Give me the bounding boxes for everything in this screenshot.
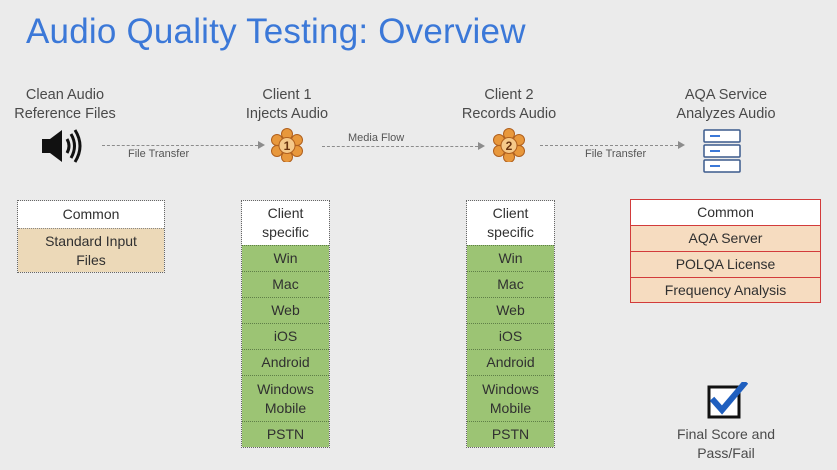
client-2-row-ios: iOS bbox=[467, 323, 554, 349]
client-1-label-line-1: Client 1 bbox=[262, 87, 312, 103]
file-transfer-arrow-2 bbox=[540, 140, 685, 149]
reference-label-line-2: Reference Files bbox=[14, 106, 116, 122]
client-2-row-web: Web bbox=[467, 297, 554, 323]
reference-label-line-1: Clean Audio bbox=[25, 87, 105, 103]
client-1-row-web: Web bbox=[242, 297, 329, 323]
client-1-label-line-2: Injects Audio bbox=[245, 106, 329, 122]
aqa-table-header: Common bbox=[631, 200, 820, 225]
client-1-row-pstn: PSTN bbox=[242, 421, 329, 447]
client-1-header-line-2: specific bbox=[262, 224, 309, 240]
page-title: Audio Quality Testing: Overview bbox=[26, 12, 526, 51]
media-flow-arrow bbox=[322, 141, 485, 150]
client-2-header-line-2: specific bbox=[487, 224, 534, 240]
file-transfer-label-2: File Transfer bbox=[585, 148, 647, 160]
final-score-label: Final Score and Pass/Fail bbox=[660, 425, 792, 463]
reference-table-header: Common bbox=[18, 201, 164, 228]
aqa-label-line-2: Analyzes Audio bbox=[676, 106, 776, 122]
speaker-icon bbox=[42, 129, 82, 163]
final-score-line-2: Pass/Fail bbox=[697, 445, 755, 461]
client-2-label: Client 2 Records Audio bbox=[454, 86, 564, 124]
client-1-label: Client 1 Injects Audio bbox=[232, 86, 342, 124]
final-score-line-1: Final Score and bbox=[676, 426, 776, 442]
client-2-header-line-1: Client bbox=[492, 205, 529, 221]
media-flow-label: Media Flow bbox=[348, 132, 405, 144]
client-1-table-header: Client specific bbox=[242, 201, 329, 245]
client-1-row-windows-mobile: Windows Mobile bbox=[242, 375, 329, 421]
client-1-table: Client specific Win Mac Web iOS Android … bbox=[241, 200, 330, 448]
client-2-row-pstn: PSTN bbox=[467, 421, 554, 447]
client-2-label-line-2: Records Audio bbox=[461, 106, 557, 122]
reference-table-row: Standard Input Files bbox=[18, 228, 164, 272]
aqa-service-label: AQA Service Analyzes Audio bbox=[666, 86, 786, 124]
aqa-label-line-1: AQA Service bbox=[684, 87, 768, 103]
client-1-row-ios: iOS bbox=[242, 323, 329, 349]
client-2-row-mac: Mac bbox=[467, 271, 554, 297]
aqa-table: Common AQA Server POLQA License Frequenc… bbox=[630, 199, 821, 303]
client-2-badge: 2 bbox=[506, 139, 513, 153]
file-transfer-label-1: File Transfer bbox=[128, 148, 190, 160]
client-1-row-android: Android bbox=[242, 349, 329, 375]
client-2-row-win: Win bbox=[467, 245, 554, 271]
aqa-row-polqa-license: POLQA License bbox=[631, 251, 820, 277]
client-2-icon: 2 bbox=[493, 128, 525, 162]
client-1-badge: 1 bbox=[284, 139, 291, 153]
aqa-row-server: AQA Server bbox=[631, 225, 820, 251]
client-2-table-header: Client specific bbox=[467, 201, 554, 245]
reference-table: Common Standard Input Files bbox=[17, 200, 165, 273]
client-1-row-mac: Mac bbox=[242, 271, 329, 297]
client-1-row-win: Win bbox=[242, 245, 329, 271]
client-1-header-line-1: Client bbox=[267, 205, 304, 221]
client-2-row-windows-mobile: Windows Mobile bbox=[467, 375, 554, 421]
client-1-icon: 1 bbox=[271, 128, 303, 162]
reference-files-label: Clean Audio Reference Files bbox=[10, 86, 120, 124]
client-2-table: Client specific Win Mac Web iOS Android … bbox=[466, 200, 555, 448]
file-transfer-arrow-1 bbox=[102, 140, 265, 149]
aqa-row-frequency-analysis: Frequency Analysis bbox=[631, 277, 820, 302]
client-2-row-android: Android bbox=[467, 349, 554, 375]
checkbox-icon bbox=[707, 382, 748, 419]
client-2-label-line-1: Client 2 bbox=[484, 87, 534, 103]
server-icon bbox=[703, 129, 741, 173]
